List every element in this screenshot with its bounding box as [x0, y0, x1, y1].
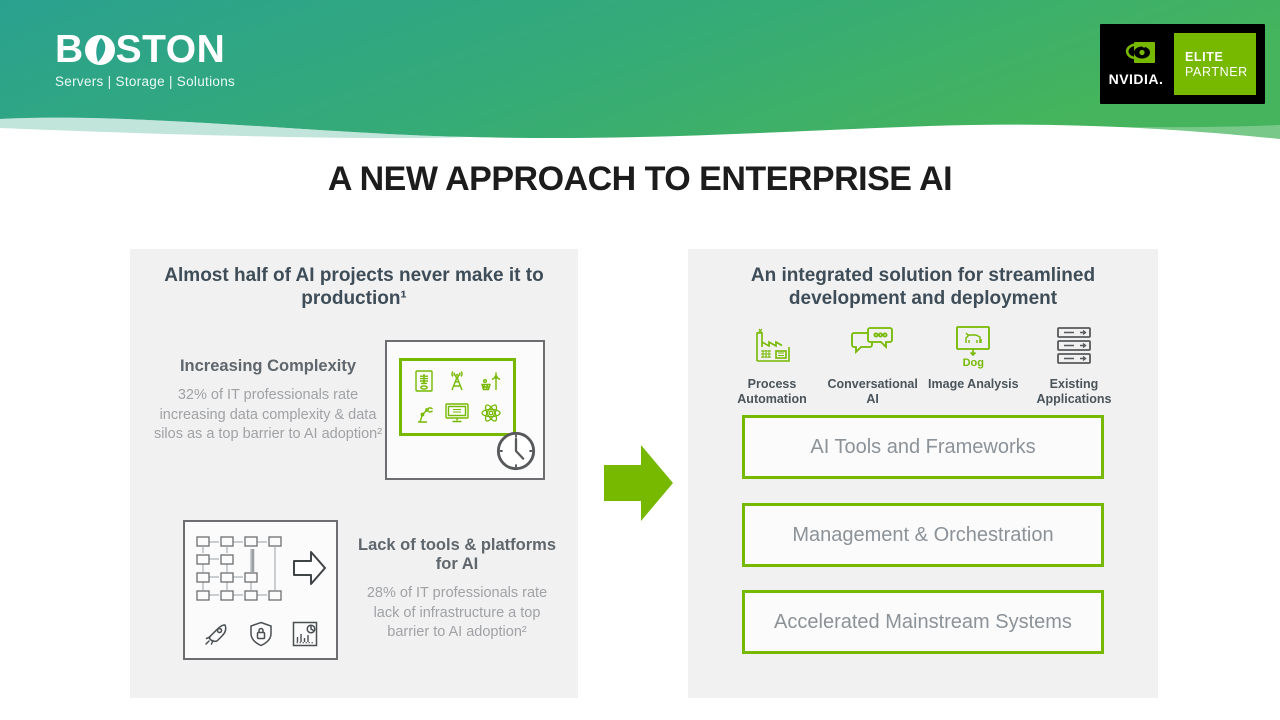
boston-logo-text-ston: STON: [115, 28, 226, 71]
use-case-image-analysis: Dog Image Analysis: [925, 325, 1021, 407]
lack-of-tools-block: Lack of tools & platforms for AI 28% of …: [352, 536, 562, 643]
complexity-illustration-box: [385, 340, 545, 480]
use-case-label: Process Automation: [737, 377, 807, 406]
clock-icon: [496, 431, 536, 471]
nvidia-eye-icon: [1125, 42, 1155, 63]
atom-icon: [481, 404, 501, 422]
problem-panel-heading: Almost half of AI projects never make it…: [164, 265, 544, 309]
use-case-process-automation: Process Automation: [724, 325, 820, 407]
header-wave-banner: [0, 0, 1280, 139]
badge-tier-elite: ELITE: [1185, 49, 1224, 64]
nvidia-logo: NVIDIA.: [1100, 41, 1172, 87]
lack-of-tools-body: 28% of IT professionals rate lack of inf…: [366, 585, 548, 641]
boston-logo-text-b: B: [55, 28, 84, 71]
problem-panel: Almost half of AI projects never make it…: [130, 249, 578, 698]
use-case-label: Existing Applications: [1036, 377, 1112, 406]
use-case-existing-applications: Existing Applications: [1026, 325, 1122, 407]
rocket-icon: [205, 624, 227, 645]
flowchart-icon: [196, 536, 282, 601]
wind-turbine-icon: [481, 372, 501, 391]
use-case-label: Conversational AI: [827, 377, 918, 406]
image-analysis-caption: Dog: [962, 357, 984, 369]
layer-accelerated-mainstream-systems: Accelerated Mainstream Systems: [742, 590, 1104, 654]
layer-ai-tools-frameworks: AI Tools and Frameworks: [742, 415, 1104, 479]
solution-panel-heading: An integrated solution for streamlined d…: [750, 265, 1096, 309]
factory-icon: [749, 325, 795, 373]
complexity-icon-grid: [399, 358, 516, 436]
tools-icon-row: [185, 620, 336, 648]
shield-lock-icon: [249, 621, 272, 647]
robot-arm-icon: [417, 407, 433, 423]
monitor-icon: [445, 403, 470, 423]
boston-logo-word: B STON: [55, 30, 235, 69]
boston-logo-globe-icon: [84, 34, 115, 65]
radio-tower-icon: [451, 371, 464, 391]
badge-tier-partner: PARTNER: [1185, 64, 1248, 79]
transition-arrow-icon: [604, 445, 673, 521]
increasing-complexity-heading: Increasing Complexity: [179, 357, 357, 375]
use-case-row: Process Automation Conversational AI Dog: [724, 325, 1122, 407]
chat-bubbles-icon: [848, 325, 898, 373]
lack-of-tools-heading: Lack of tools & platforms for AI: [357, 536, 557, 573]
nvidia-wordmark: NVIDIA.: [1108, 71, 1164, 87]
use-case-label: Image Analysis: [928, 377, 1019, 391]
image-analysis-icon: Dog: [953, 325, 993, 373]
analytics-chart-icon: [293, 621, 318, 647]
layer-management-orchestration: Management & Orchestration: [742, 503, 1104, 567]
increasing-complexity-body: 32% of IT professionals rate increasing …: [153, 387, 383, 443]
slide-title: A NEW APPROACH TO ENTERPRISE AI: [327, 160, 953, 198]
solution-panel: An integrated solution for streamlined d…: [688, 249, 1158, 698]
hollow-arrow-icon: [293, 551, 326, 585]
server-stack-icon: [1052, 325, 1096, 373]
boston-logo-tagline: Servers | Storage | Solutions: [55, 74, 236, 89]
elite-partner-box: ELITE PARTNER: [1174, 33, 1256, 95]
nvidia-elite-partner-badge: NVIDIA. ELITE PARTNER: [1100, 24, 1265, 104]
xray-icon: [415, 370, 433, 392]
boston-logo: B STON Servers | Storage | Solutions: [55, 30, 235, 89]
increasing-complexity-block: Increasing Complexity 32% of IT professi…: [152, 357, 384, 445]
use-case-conversational-ai: Conversational AI: [825, 325, 921, 407]
tools-illustration-box: [183, 520, 338, 660]
